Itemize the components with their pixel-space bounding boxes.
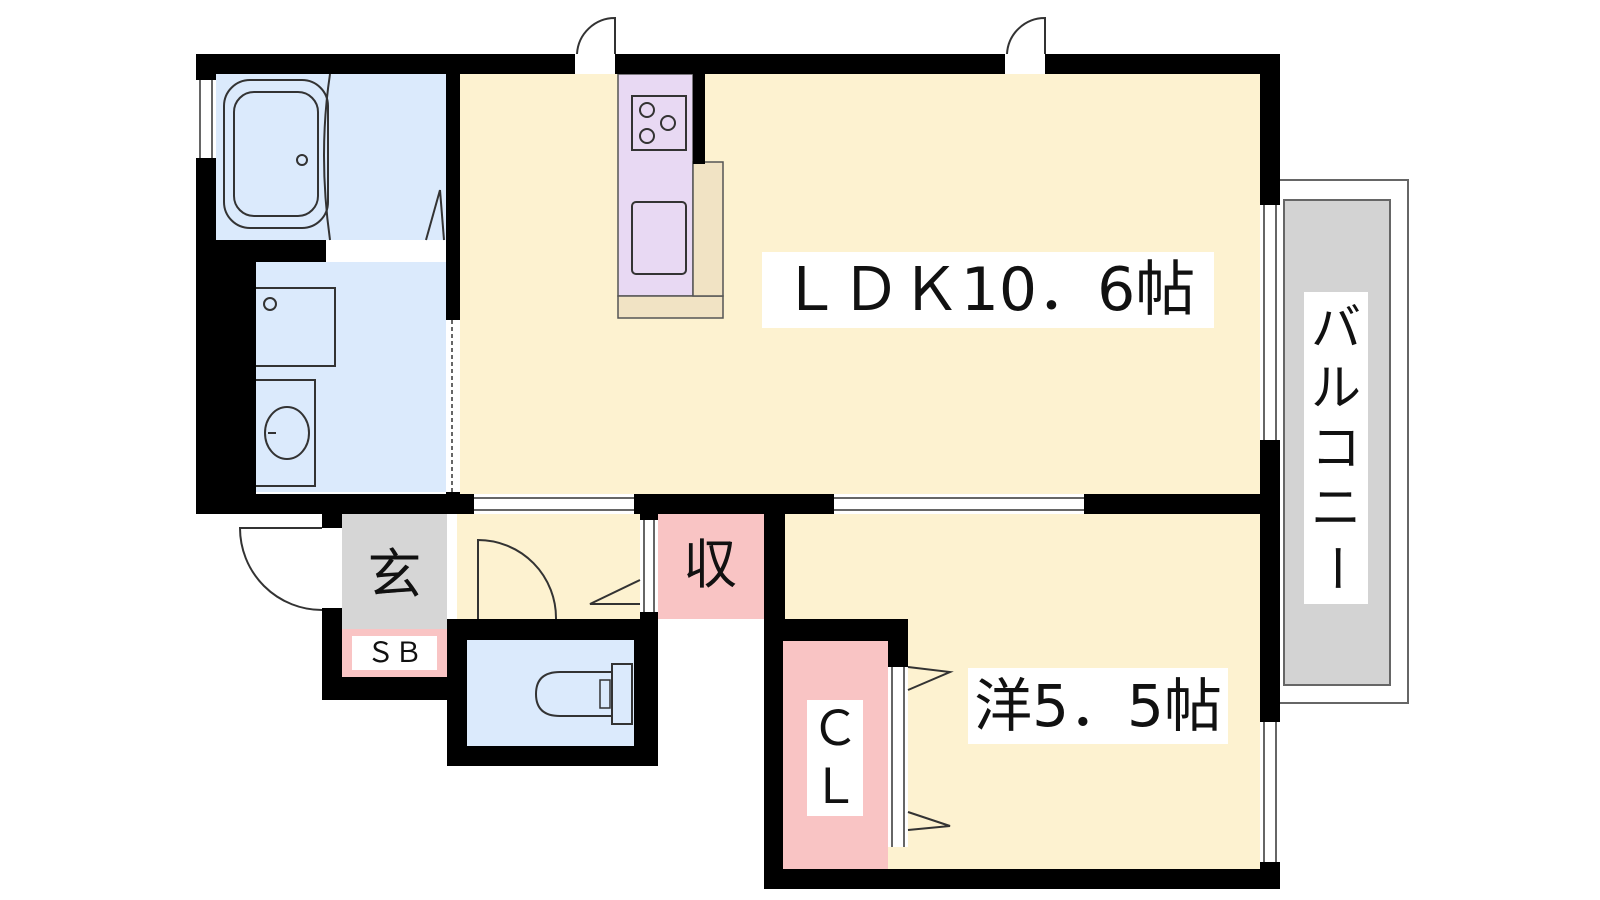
window-details bbox=[199, 80, 1277, 862]
bath-door-edge bbox=[439, 189, 445, 241]
entrance-floor bbox=[342, 514, 447, 629]
closet-label-2: Ｌ bbox=[807, 758, 863, 816]
storage-label: 収 bbox=[683, 533, 737, 596]
kitchen-counter-ledge bbox=[617, 295, 724, 319]
sink-icon bbox=[631, 201, 687, 275]
bathtub-icon bbox=[223, 73, 331, 241]
entrance-label: 玄 bbox=[367, 543, 422, 606]
western-room-label: 洋5．5帖 bbox=[968, 668, 1228, 744]
washroom-floor bbox=[255, 262, 446, 492]
balcony-label: バ ル コ ニ ー bbox=[1304, 292, 1368, 604]
kitchen-side-counter bbox=[692, 161, 724, 297]
bathroom-floor bbox=[216, 74, 446, 240]
balcony-char: ル bbox=[1311, 359, 1361, 417]
toilet-icon bbox=[534, 663, 633, 725]
bath-door-triangle bbox=[425, 189, 441, 241]
storage-area bbox=[658, 514, 764, 619]
ldk-label: ＬＤＫ10．6帖 bbox=[762, 252, 1214, 328]
door-swings bbox=[238, 16, 1046, 831]
balcony-char: ニ bbox=[1311, 479, 1361, 537]
stove-icon bbox=[631, 95, 687, 151]
shoe-box-label: ＳＢ bbox=[352, 636, 437, 670]
hallway-floor bbox=[457, 514, 640, 619]
balcony-char: コ bbox=[1311, 419, 1361, 477]
balcony-char: バ bbox=[1311, 299, 1361, 357]
closet-label-1: Ｃ bbox=[807, 700, 863, 758]
balcony-char: ー bbox=[1307, 543, 1365, 593]
